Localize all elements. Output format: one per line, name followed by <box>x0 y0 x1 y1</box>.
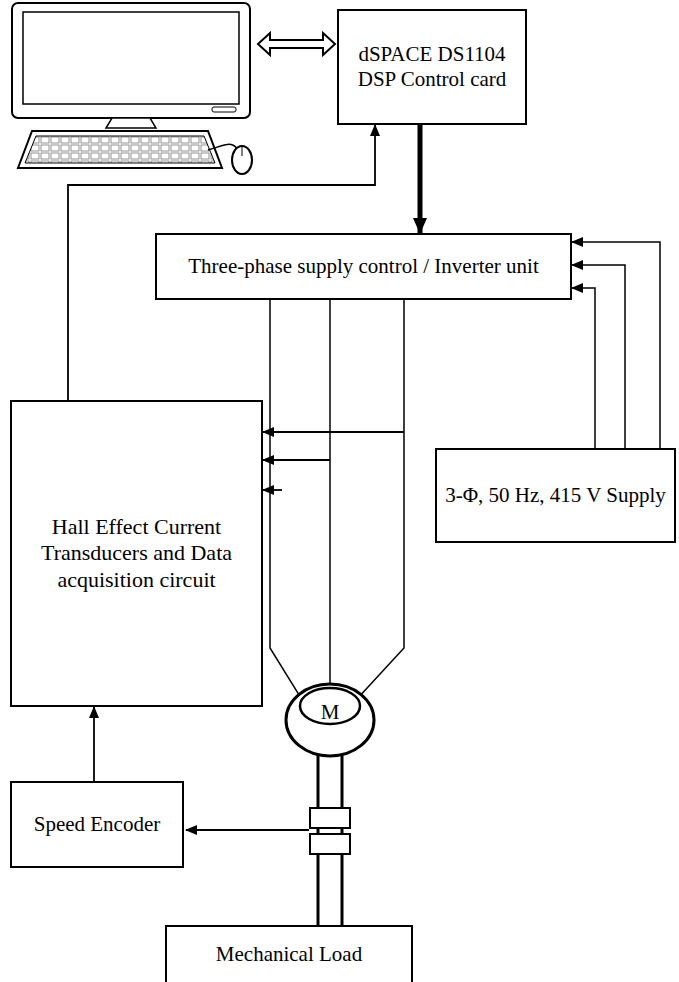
sense-tap <box>263 489 282 491</box>
computer-illustration <box>12 3 252 174</box>
connector <box>361 300 404 695</box>
node-label: Three-phase supply control / Inverter un… <box>188 254 538 279</box>
connector <box>93 707 95 781</box>
sense-tap <box>263 459 330 461</box>
connector <box>329 300 331 684</box>
keyboard-keys <box>25 136 215 163</box>
current-sense-taps <box>263 432 404 490</box>
load-box: Mechanical Load <box>165 925 413 982</box>
encoder-box: Speed Encoder <box>10 781 184 868</box>
supply-box: 3-Φ, 50 Hz, 415 V Supply <box>435 448 676 543</box>
inverter-box: Three-phase supply control / Inverter un… <box>155 233 572 300</box>
keyboard <box>18 131 222 168</box>
coupling <box>310 808 350 828</box>
coupling <box>310 834 350 854</box>
connector <box>572 288 595 448</box>
node-label: 3-Φ, 50 Hz, 415 V Supply <box>445 483 666 508</box>
motor-circle: M <box>284 682 376 758</box>
connector <box>572 242 660 448</box>
monitor-button <box>212 107 236 112</box>
mouse <box>232 146 252 174</box>
monitor-stand <box>106 118 156 128</box>
monitor-screen <box>23 12 239 104</box>
node-label: dSPACE DS1104 DSP Control card <box>347 42 517 92</box>
encoder-pickup-arrow <box>186 829 309 831</box>
node-label: Speed Encoder <box>34 812 161 837</box>
transducer-box: Hall Effect Current Transducers and Data… <box>10 400 263 707</box>
connector <box>572 265 625 448</box>
double-arrow-link <box>258 33 335 55</box>
mouse-cable <box>208 144 238 150</box>
monitor-frame <box>12 3 250 118</box>
sense-tap <box>263 431 404 433</box>
shaft-couplings <box>310 808 350 854</box>
connector <box>270 300 299 695</box>
node-label: M <box>321 700 340 725</box>
control-bus-arrow <box>418 125 423 233</box>
node-label: Mechanical Load <box>216 942 362 967</box>
node-label: Hall Effect Current Transducers and Data… <box>20 514 253 593</box>
mouse-button-line <box>242 146 243 156</box>
motor-outer <box>286 684 374 756</box>
controller-box: dSPACE DS1104 DSP Control card <box>337 9 527 125</box>
